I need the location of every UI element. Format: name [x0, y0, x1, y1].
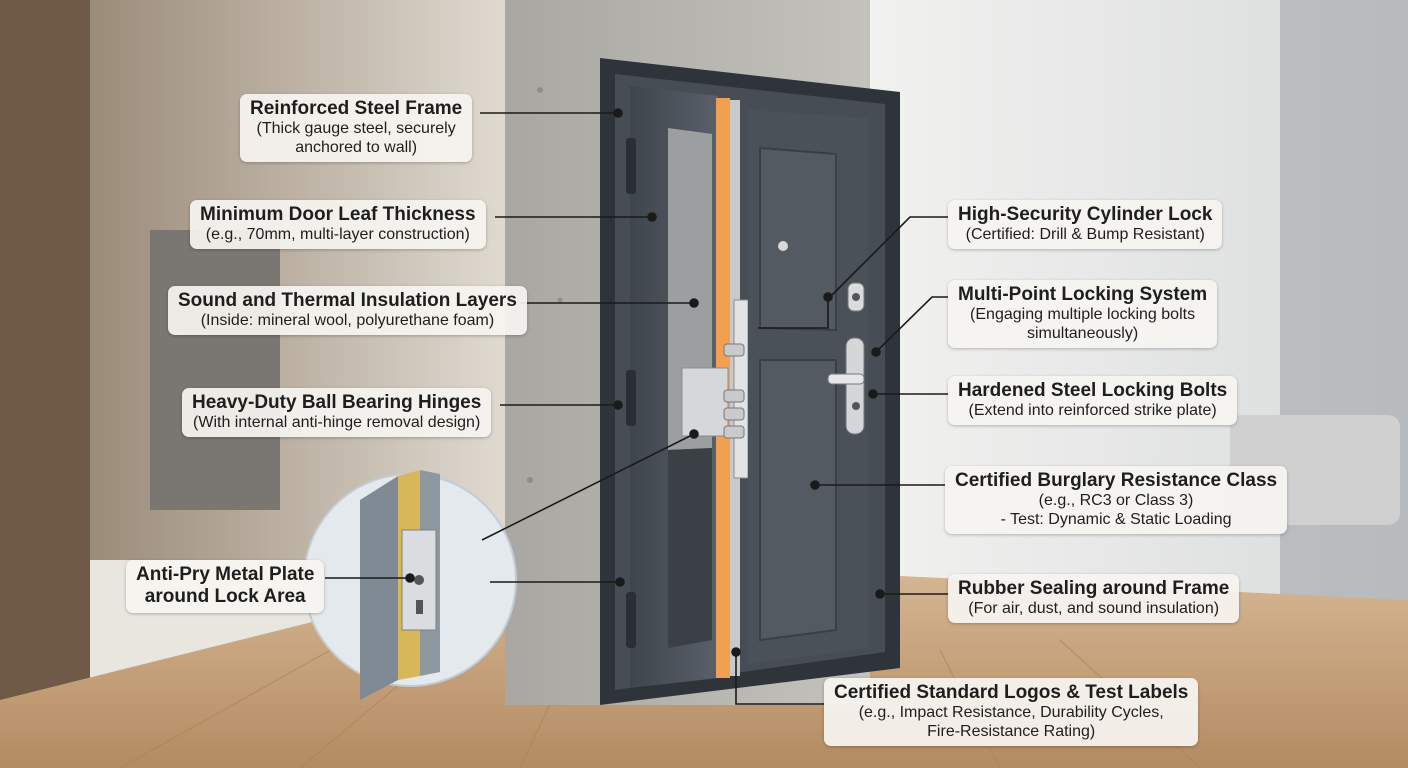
callout-rubber-sealing: Rubber Sealing around Frame (For air, du… — [948, 574, 1239, 623]
callout-title: Hardened Steel Locking Bolts — [958, 380, 1227, 402]
hallway-far-door — [150, 230, 280, 510]
callout-title: Rubber Sealing around Frame — [958, 578, 1229, 600]
callout-desc: anchored to wall) — [250, 139, 462, 158]
callout-insulation-layers: Sound and Thermal Insulation Layers (Ins… — [168, 286, 527, 335]
peephole — [778, 241, 788, 251]
callout-door-leaf-thickness: Minimum Door Leaf Thickness (e.g., 70mm,… — [190, 200, 486, 249]
callout-title: Certified Standard Logos & Test Labels — [834, 682, 1188, 704]
callout-title-line2: around Lock Area — [136, 586, 314, 608]
callout-desc: (Inside: mineral wool, polyurethane foam… — [178, 312, 517, 331]
callout-burglary-resistance: Certified Burglary Resistance Class (e.g… — [945, 466, 1287, 534]
callout-title: High-Security Cylinder Lock — [958, 204, 1212, 226]
callout-title: Heavy-Duty Ball Bearing Hinges — [192, 392, 481, 414]
left-wood-panel — [0, 0, 90, 700]
callout-title: Sound and Thermal Insulation Layers — [178, 290, 517, 312]
callout-desc: simultaneously) — [958, 325, 1207, 344]
callout-desc: - Test: Dynamic & Static Loading — [955, 511, 1277, 530]
callout-title: Certified Burglary Resistance Class — [955, 470, 1277, 492]
callout-desc: (e.g., 70mm, multi-layer construction) — [200, 226, 476, 245]
callout-desc: (e.g., RC3 or Class 3) — [955, 492, 1277, 511]
callout-title: Reinforced Steel Frame — [250, 98, 462, 120]
callout-reinforced-steel-frame: Reinforced Steel Frame (Thick gauge stee… — [240, 94, 472, 162]
callout-title: Multi-Point Locking System — [958, 284, 1207, 306]
callout-anti-pry-plate: Anti-Pry Metal Plate around Lock Area — [126, 560, 324, 613]
callout-ball-bearing-hinges: Heavy-Duty Ball Bearing Hinges (With int… — [182, 388, 491, 437]
callout-desc: Fire-Resistance Rating) — [834, 723, 1188, 742]
callout-multi-point-locking: Multi-Point Locking System (Engaging mul… — [948, 280, 1217, 348]
callout-certified-logos: Certified Standard Logos & Test Labels (… — [824, 678, 1198, 746]
callout-cylinder-lock: High-Security Cylinder Lock (Certified: … — [948, 200, 1222, 249]
callout-desc: (e.g., Impact Resistance, Durability Cyc… — [834, 704, 1188, 723]
callout-desc: (Certified: Drill & Bump Resistant) — [958, 226, 1212, 245]
callout-hardened-locking-bolts: Hardened Steel Locking Bolts (Extend int… — [948, 376, 1237, 425]
callout-desc: (With internal anti-hinge removal design… — [192, 414, 481, 433]
callout-desc: (For air, dust, and sound insulation) — [958, 600, 1229, 619]
callout-desc: (Extend into reinforced strike plate) — [958, 402, 1227, 421]
callout-title: Minimum Door Leaf Thickness — [200, 204, 476, 226]
callout-desc: (Thick gauge steel, securely — [250, 120, 462, 139]
callout-title: Anti-Pry Metal Plate — [136, 564, 314, 586]
callout-desc: (Engaging multiple locking bolts — [958, 306, 1207, 325]
